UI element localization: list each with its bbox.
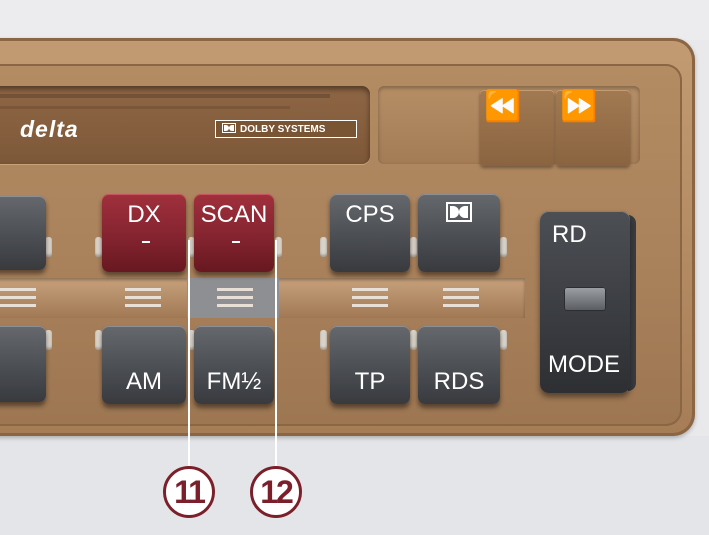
mode-label: MODE [548, 351, 620, 378]
rocker-rim [628, 215, 636, 391]
callout-12: 12 [250, 466, 302, 518]
divider-ticks [352, 288, 388, 307]
cps-label: CPS [345, 201, 395, 228]
indicator-led [410, 237, 417, 257]
indicator-led [95, 330, 102, 350]
rds-button[interactable]: RDS [418, 326, 500, 404]
divider-ticks [0, 288, 36, 307]
indicator-led [188, 237, 195, 257]
hidden-left-lower-button[interactable] [0, 326, 46, 402]
dx-button[interactable]: DX [102, 194, 186, 272]
rewind-button[interactable]: ⏪ [480, 90, 554, 166]
indicator-led [45, 330, 52, 350]
divider-ticks [125, 288, 161, 307]
rewind-icon: ⏪ [484, 90, 522, 123]
fast-forward-icon: ⏩ [560, 90, 598, 123]
am-button[interactable]: AM [102, 326, 186, 404]
dolby-label: DOLBY SYSTEMS [240, 123, 326, 135]
indicator-led [95, 237, 102, 257]
cassette-slit [0, 106, 290, 109]
dolby-button[interactable] [418, 194, 500, 272]
fast-forward-button[interactable]: ⏩ [556, 90, 630, 166]
rds-label: RDS [433, 368, 485, 395]
callout-11: 11 [163, 466, 215, 518]
rocker-knob[interactable] [564, 287, 606, 311]
divider-ticks [217, 288, 253, 307]
divider-ticks [443, 288, 479, 307]
indicator-led [500, 330, 507, 350]
dolby-double-d-icon [222, 122, 236, 136]
fm-label: FM½ [206, 368, 262, 395]
hidden-left-upper-button[interactable] [0, 196, 46, 270]
indicator-led [320, 237, 327, 257]
indicator-led [45, 237, 52, 257]
brand-logo: delta [20, 116, 79, 142]
tp-label: TP [354, 368, 386, 395]
scan-button[interactable]: SCAN [194, 194, 274, 272]
dx-label: DX [127, 201, 161, 228]
page-background-top [0, 0, 709, 40]
page-background-bottom [0, 436, 709, 535]
scan-label: SCAN [200, 201, 268, 228]
callout-pointer [232, 241, 240, 243]
indicator-led [188, 330, 195, 350]
indicator-led [410, 330, 417, 350]
fm-button[interactable]: FM½ [194, 326, 274, 404]
cps-button[interactable]: CPS [330, 194, 410, 272]
indicator-led [500, 237, 507, 257]
cassette-slit [0, 94, 330, 98]
callout-line-12 [275, 240, 277, 466]
indicator-led [275, 237, 282, 257]
rd-label: RD [552, 221, 587, 248]
callout-line-11 [188, 240, 190, 466]
dolby-icon [418, 201, 500, 229]
callout-pointer [142, 241, 150, 243]
am-label: AM [126, 368, 162, 395]
dolby-badge: DOLBY SYSTEMS [215, 120, 357, 138]
tp-button[interactable]: TP [330, 326, 410, 404]
indicator-led [320, 330, 327, 350]
